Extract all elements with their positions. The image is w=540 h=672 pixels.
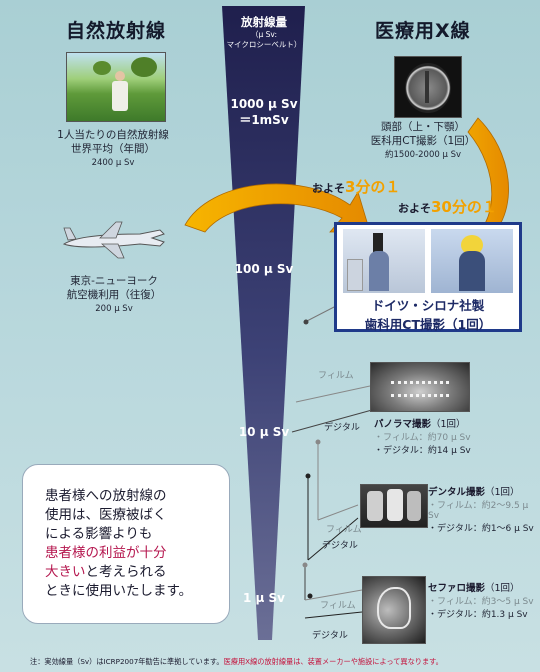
head-ct-scan-image (394, 56, 462, 118)
ratio-one-third: およそ3分の１ (312, 176, 400, 197)
ratio-one-thirtieth: およそ30分の１ (398, 196, 497, 217)
footer-part1: 注：実効線量（Sv）はICRP2007年勧告に準拠しています。 (30, 657, 224, 666)
dental-film-dose: ・フィルム：約2～9.5 μ Sv (428, 501, 529, 521)
airplane-icon (60, 220, 170, 260)
panorama-xray-image (370, 362, 470, 412)
flight-line1: 東京-ニューヨーク (70, 275, 158, 287)
dental-name: デンタル撮影 (428, 487, 486, 498)
arrow-one-thirtieth (184, 183, 371, 233)
natural-radiation-caption: 1人当たりの自然放射線 世界平均（年間） 2400 μ Sv (38, 128, 188, 170)
panorama-digital-tag: デジタル (324, 423, 360, 433)
note-line2: 使用は、医療被ばく (45, 507, 167, 523)
panorama-caption: パノラマ撮影（1回） ・フィルム：約70 μ Sv ・デジタル：約14 μ Sv (374, 416, 471, 456)
sirona-line2: 歯科用CT撮影（1回） (364, 317, 492, 332)
note-line4: 患者様の利益が十分 (45, 545, 167, 561)
flight-line2: 航空機利用（往復） (66, 289, 162, 301)
note-line1: 患者様への放射線の (45, 488, 167, 504)
dose-label-100: 100 μ Sv (234, 262, 294, 276)
dose-funnel-bar (222, 6, 305, 640)
dose-1000-usv: 1000 μ Sv (230, 97, 298, 111)
panorama-film-tag: フィルム (318, 371, 354, 381)
natural-radiation-title: 自然放射線 (66, 20, 167, 42)
bar-unit-line1: （μ Sv: (251, 30, 277, 39)
cephalo-count: （1回） (485, 583, 520, 594)
natural-value: 2400 μ Sv (91, 158, 135, 168)
panorama-name: パノラマ撮影 (374, 419, 432, 430)
ratio-one-thirtieth-value: 30分の１ (431, 198, 497, 216)
dental-count: （1回） (485, 487, 520, 498)
connector-panorama-digital (291, 409, 373, 433)
dose-1msv: ＝1mSv (239, 113, 289, 127)
patient-note-box: 患者様への放射線の 使用は、医療被ばく による影響よりも 患者様の利益が十分 大… (22, 464, 230, 624)
dental-ct-photo-right (431, 229, 513, 293)
head-ct-caption: 頭部（上・下顎） 医科用CT撮影（1回） 約1500-2000 μ Sv (348, 120, 498, 162)
cephalo-digital-tag: デジタル (312, 631, 348, 641)
park-woman-photo (66, 52, 166, 122)
dental-digital-tag: デジタル (322, 541, 358, 551)
head-ct-line2: 医科用CT撮影（1回） (370, 135, 476, 147)
panorama-film-dose: ・フィルム：約70 μ Sv (374, 433, 471, 443)
dental-ct-photo-left (343, 229, 425, 293)
ratio-one-third-value: 3分の１ (345, 178, 401, 196)
note-line5-highlight: 大きい (45, 564, 86, 580)
head-ct-value: 約1500-2000 μ Sv (384, 150, 462, 160)
bar-unit-line2: マイクロシーベルト） (226, 40, 302, 49)
bar-header-unit: （μ Sv: マイクロシーベルト） (214, 30, 314, 50)
cephalo-caption: セファロ撮影（1回） ・フィルム：約3～5 μ Sv ・デジタル：約1.3 μ … (428, 580, 534, 620)
dental-digital-dose: ・デジタル：約1～6 μ Sv (428, 524, 534, 534)
connector-ct (304, 305, 337, 323)
medical-xray-title: 医療用X線 (375, 20, 471, 42)
panorama-digital-dose: ・デジタル：約14 μ Sv (374, 446, 471, 456)
note-line5-rest: と考えられる (85, 564, 167, 580)
cephalo-xray-image (362, 576, 426, 644)
cephalo-film-tag: フィルム (320, 601, 356, 611)
panorama-count: （1回） (431, 419, 466, 430)
natural-line1: 1人当たりの自然放射線 (57, 129, 169, 141)
dental-film-tag: フィルム (326, 525, 362, 535)
dose-label-1: 1 μ Sv (243, 591, 285, 605)
dental-caption: デンタル撮影（1回） ・フィルム：約2～9.5 μ Sv ・デジタル：約1～6 … (428, 484, 540, 534)
connector-panorama-film (295, 385, 371, 403)
flight-value: 200 μ Sv (95, 304, 133, 314)
cephalo-name: セファロ撮影 (428, 583, 486, 594)
patient-note-text: 患者様への放射線の 使用は、医療被ばく による影響よりも 患者様の利益が十分 大… (23, 465, 229, 601)
dose-label-10: 10 μ Sv (238, 425, 290, 439)
ratio-approx-1: およそ (312, 182, 345, 195)
note-line3: による影響よりも (45, 526, 153, 542)
footer-note: 注：実効線量（Sv）はICRP2007年勧告に準拠しています。医療用X線の放射線… (30, 657, 530, 667)
cephalo-film-dose: ・フィルム：約3～5 μ Sv (428, 597, 534, 607)
ratio-approx-2: およそ (398, 202, 431, 215)
natural-line2: 世界平均（年間） (71, 143, 155, 155)
dose-label-1000: 1000 μ Sv ＝1mSv (214, 96, 314, 128)
flight-caption: 東京-ニューヨーク 航空機利用（往復） 200 μ Sv (44, 274, 184, 316)
sirona-ct-box: ドイツ・シロナ社製 歯科用CT撮影（1回） (334, 222, 522, 332)
dental-xray-image (360, 484, 428, 528)
head-ct-line1: 頭部（上・下顎） (381, 121, 465, 133)
sirona-ct-label: ドイツ・シロナ社製 歯科用CT撮影（1回） (337, 295, 519, 333)
note-line6: ときに使用いたします。 (45, 583, 193, 599)
sirona-line1: ドイツ・シロナ社製 (371, 298, 485, 313)
bar-header-title: 放射線量 (241, 15, 287, 29)
cephalo-digital-dose: ・デジタル：約1.3 μ Sv (428, 610, 528, 620)
footer-part2: 医療用X線の放射線量は、装置メーカーや施設によって異なります。 (223, 657, 443, 666)
bar-header: 放射線量 （μ Sv: マイクロシーベルト） (214, 14, 314, 50)
